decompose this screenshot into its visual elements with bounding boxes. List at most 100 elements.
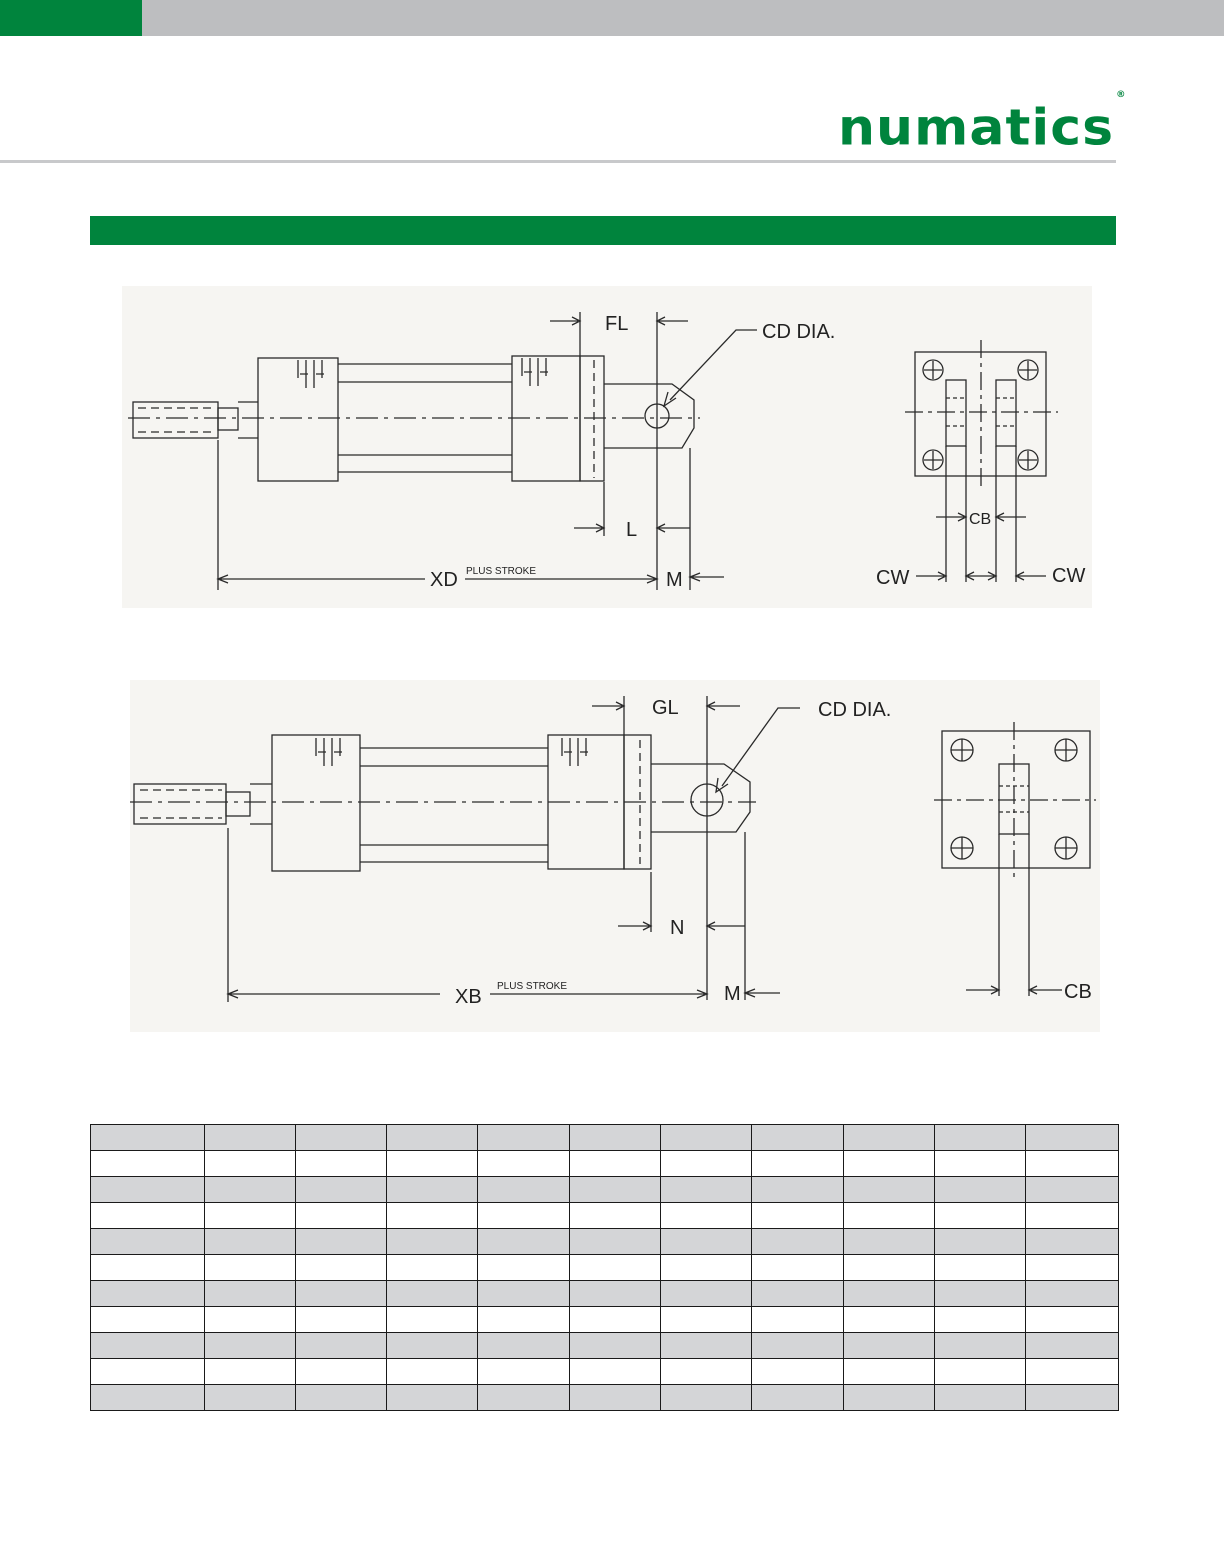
label-plus-stroke: PLUS STROKE <box>497 981 567 992</box>
table-cell <box>295 1228 387 1255</box>
table-cell <box>477 1280 570 1307</box>
table-cell <box>843 1254 935 1281</box>
table-cell <box>660 1332 752 1359</box>
table-cell <box>660 1124 752 1151</box>
table-cell <box>569 1176 661 1203</box>
table-cell <box>1025 1332 1119 1359</box>
double-clevis-svg: FL CD DIA. L XD PLUS STROKE M CB CW CW <box>128 312 1085 591</box>
label-cw-left: CW <box>876 567 909 589</box>
table-cell <box>386 1150 478 1177</box>
header-gray-bar <box>142 0 1224 36</box>
table-row <box>90 1176 1119 1203</box>
table-cell <box>751 1332 844 1359</box>
table-cell <box>295 1358 387 1385</box>
table-cell <box>660 1280 752 1307</box>
front-head <box>271 734 361 872</box>
table-cell <box>934 1306 1026 1333</box>
table-cell <box>660 1150 752 1177</box>
table-cell <box>90 1202 205 1229</box>
table-cell <box>569 1124 661 1151</box>
table-cell <box>934 1176 1026 1203</box>
table-row <box>90 1358 1119 1385</box>
table-row <box>90 1150 1119 1177</box>
table-cell <box>660 1176 752 1203</box>
table-cell <box>1025 1254 1119 1281</box>
label-n: N <box>670 917 684 939</box>
table-cell <box>751 1280 844 1307</box>
table-cell <box>477 1332 570 1359</box>
table-cell <box>569 1332 661 1359</box>
label-fl: FL <box>605 313 628 335</box>
table-cell <box>569 1306 661 1333</box>
table-cell <box>477 1254 570 1281</box>
label-xd: XD <box>430 569 458 591</box>
table-cell <box>569 1150 661 1177</box>
table-row <box>90 1384 1119 1411</box>
table-cell <box>843 1124 935 1151</box>
table-cell <box>90 1332 205 1359</box>
table-cell <box>477 1384 570 1411</box>
table-cell <box>477 1150 570 1177</box>
table-cell <box>843 1202 935 1229</box>
single-clevis-svg: GL CD DIA. N XB PLUS STROKE M CB <box>130 696 1096 1008</box>
table-row <box>90 1254 1119 1281</box>
dimension-table <box>90 1124 1119 1411</box>
table-cell <box>295 1280 387 1307</box>
table-cell <box>386 1384 478 1411</box>
table-cell <box>90 1124 205 1151</box>
table-cell <box>660 1228 752 1255</box>
table-cell <box>660 1358 752 1385</box>
label-cb: CB <box>969 511 991 528</box>
logo-text: numatics <box>838 98 1115 157</box>
table-cell <box>934 1254 1026 1281</box>
single-clevis-drawing: GL CD DIA. N XB PLUS STROKE M CB <box>130 680 1100 1032</box>
table-cell <box>1025 1384 1119 1411</box>
table-cell <box>90 1384 205 1411</box>
label-cd-dia: CD DIA. <box>762 321 835 343</box>
table-cell <box>204 1280 296 1307</box>
table-cell <box>90 1358 205 1385</box>
table-cell <box>934 1150 1026 1177</box>
table-cell <box>751 1384 844 1411</box>
table-cell <box>386 1176 478 1203</box>
table-cell <box>1025 1228 1119 1255</box>
table-cell <box>843 1150 935 1177</box>
header-divider <box>0 160 1116 163</box>
numatics-logo: numatics® <box>838 90 1127 153</box>
table-cell <box>934 1228 1026 1255</box>
table-cell <box>90 1306 205 1333</box>
table-cell <box>934 1280 1026 1307</box>
table-cell <box>204 1176 296 1203</box>
table-cell <box>569 1384 661 1411</box>
table-cell <box>90 1150 205 1177</box>
table-cell <box>90 1254 205 1281</box>
table-cell <box>751 1202 844 1229</box>
table-cell <box>751 1150 844 1177</box>
table-cell <box>477 1202 570 1229</box>
table-cell <box>751 1306 844 1333</box>
label-m: M <box>666 569 683 591</box>
table-cell <box>295 1124 387 1151</box>
table-cell <box>477 1306 570 1333</box>
label-gl: GL <box>652 697 679 719</box>
table-cell <box>934 1384 1026 1411</box>
table-cell <box>386 1358 478 1385</box>
label-l: L <box>626 519 637 541</box>
table-cell <box>1025 1280 1119 1307</box>
label-cw-right: CW <box>1052 565 1085 587</box>
table-cell <box>569 1228 661 1255</box>
table-cell <box>751 1254 844 1281</box>
table-cell <box>569 1254 661 1281</box>
table-cell <box>90 1228 205 1255</box>
table-cell <box>1025 1176 1119 1203</box>
table-cell <box>751 1228 844 1255</box>
header-accent-bar <box>0 0 142 36</box>
table-cell <box>843 1358 935 1385</box>
table-cell <box>569 1280 661 1307</box>
table-cell <box>934 1332 1026 1359</box>
table-cell <box>204 1254 296 1281</box>
registered-mark: ® <box>1116 90 1127 100</box>
table-cell <box>295 1176 387 1203</box>
table-cell <box>477 1228 570 1255</box>
table-cell <box>295 1306 387 1333</box>
